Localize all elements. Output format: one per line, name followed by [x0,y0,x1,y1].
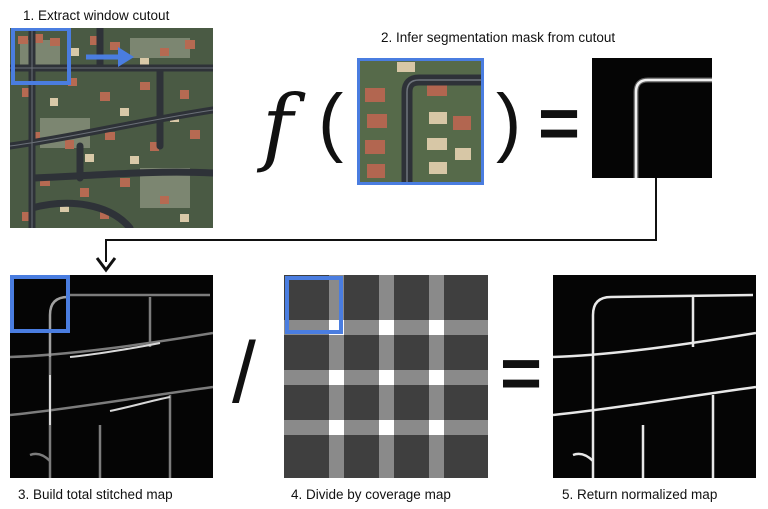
stitched-map [10,275,213,478]
step5-caption: 5. Return normalized map [562,487,718,502]
normalized-map [553,275,756,478]
open-paren: ( [318,79,344,164]
window-box [11,28,71,85]
equals-sign-top: = [538,84,581,164]
divide-symbol: / [232,325,256,421]
coverage-map [284,275,488,478]
close-paren: ) [496,79,522,164]
step4-caption: 4. Divide by coverage map [291,487,451,502]
mask-image [592,58,712,178]
step1-caption: 1. Extract window cutout [23,8,170,23]
step2-caption: 2. Infer segmentation mask from cutout [381,30,616,45]
function-symbol: f [262,77,294,175]
equals-sign-bottom: = [500,334,543,414]
cutout-image [357,58,484,185]
extract-arrow-icon [84,44,136,70]
step3-caption: 3. Build total stitched map [18,487,173,502]
